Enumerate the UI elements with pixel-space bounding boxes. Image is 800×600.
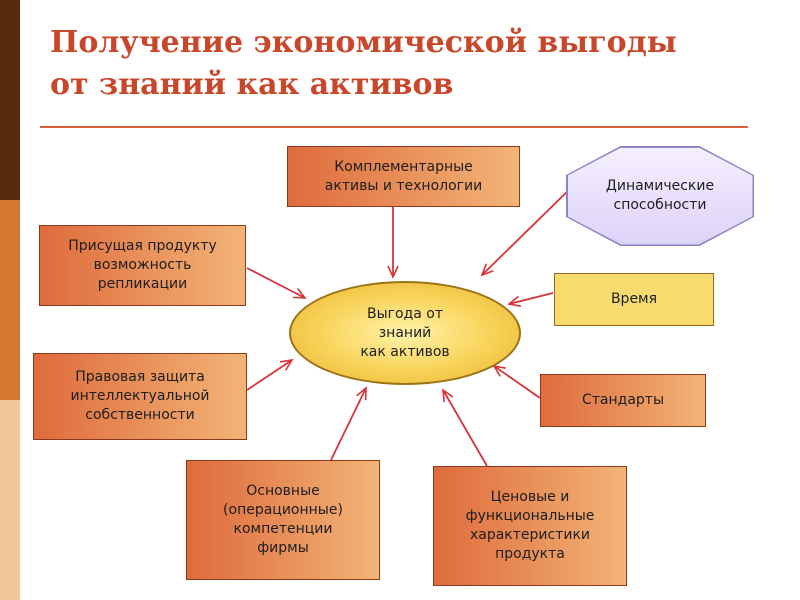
side-stripe-mid bbox=[0, 200, 20, 400]
arrow-dynamic bbox=[480, 183, 576, 277]
box-time: Время bbox=[554, 273, 714, 326]
arrow-standards bbox=[492, 364, 541, 399]
arrow-replication bbox=[246, 267, 307, 299]
box-standards: Стандарты bbox=[540, 374, 706, 427]
side-stripe-light bbox=[0, 400, 20, 600]
box-legal-protection: Правовая защита интеллектуальной собстве… bbox=[33, 353, 247, 440]
arrow-legal bbox=[246, 358, 294, 391]
box-replication: Присущая продукту возможность репликации bbox=[39, 225, 246, 306]
center-ellipse-benefit: Выгода от знаний как активов bbox=[289, 281, 521, 385]
arrow-core bbox=[330, 386, 367, 461]
title-underline bbox=[40, 126, 748, 128]
box-dynamic-capabilities: Динамические способности bbox=[567, 147, 753, 245]
side-stripe-dark bbox=[0, 0, 20, 200]
box-complementary-assets: Комплементарные активы и технологии bbox=[287, 146, 520, 207]
box-core-competencies: Основные (операционные) компетенции фирм… bbox=[186, 460, 380, 580]
box-price-characteristics: Ценовые и функциональные характеристики … bbox=[433, 466, 627, 586]
page-title: Получение экономической выгоды от знаний… bbox=[50, 25, 677, 102]
arrow-price bbox=[442, 388, 488, 467]
arrow-time bbox=[507, 292, 554, 307]
